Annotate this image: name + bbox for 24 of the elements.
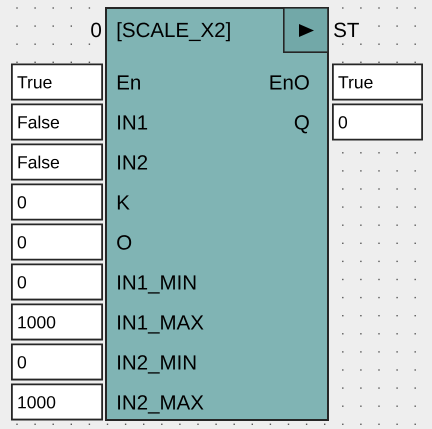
- value-box: 0: [11, 343, 103, 380]
- value-box: 1000: [11, 304, 103, 340]
- value-box: False: [11, 144, 103, 180]
- pin-label: En: [118, 75, 140, 90]
- value-box: 0: [11, 223, 103, 260]
- pin-label: IN1_MIN: [118, 275, 196, 294]
- pin-label: IN2_MAX: [118, 395, 204, 414]
- pin-label: Q: [294, 115, 309, 134]
- pin-label: EnO: [270, 75, 309, 90]
- value-box: 0: [332, 104, 423, 140]
- value-box: 0: [11, 183, 103, 220]
- block-number: 0: [91, 22, 101, 38]
- pin-label: IN2: [118, 155, 148, 170]
- value-box: 1000: [11, 383, 103, 420]
- pin-label: IN2_MIN: [118, 355, 196, 374]
- status-label: ST: [334, 22, 359, 38]
- value-box: 0: [11, 264, 103, 300]
- pin-label: IN1: [118, 115, 148, 130]
- pin-label: O: [117, 235, 132, 250]
- pin-label: IN1_MAX: [118, 315, 204, 334]
- value-box: False: [11, 104, 103, 140]
- value-box: True: [11, 64, 103, 100]
- pin-label: K: [118, 195, 130, 210]
- value-box: True: [332, 64, 423, 100]
